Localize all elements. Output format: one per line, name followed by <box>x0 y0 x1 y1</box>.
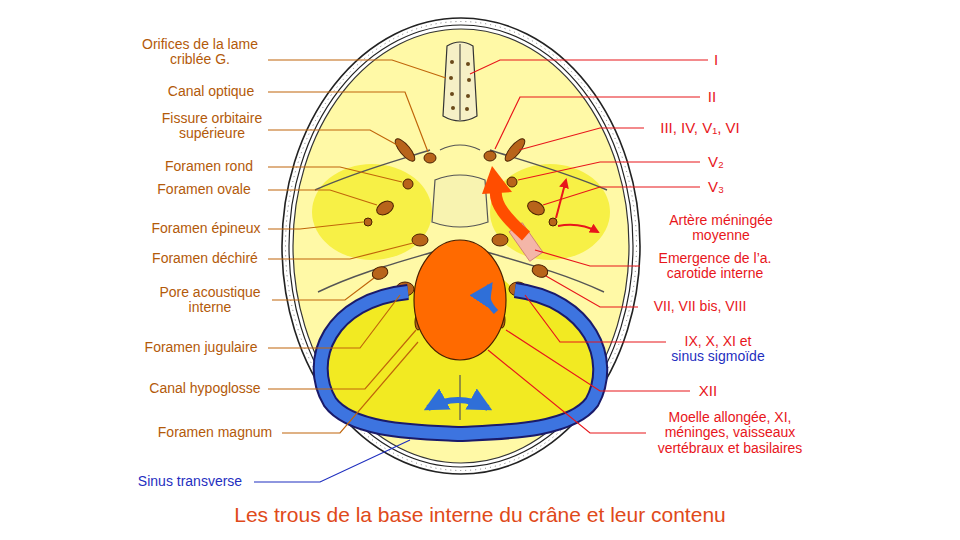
leader-lines <box>268 167 402 182</box>
cranial-fossae <box>490 164 610 260</box>
leader-lines <box>470 60 708 74</box>
cribriform-plate <box>451 106 455 110</box>
cranial-fossae <box>432 175 488 227</box>
foramen-magnum <box>414 240 506 360</box>
foramina <box>374 198 396 217</box>
leader-lines <box>268 295 400 348</box>
cribriform-plate <box>466 62 470 66</box>
foramina <box>403 179 413 189</box>
foramina <box>424 153 436 163</box>
content-label: I <box>701 52 731 69</box>
leader-lines <box>518 162 700 180</box>
cribriform-plate <box>450 92 454 96</box>
skull-outline <box>289 25 633 467</box>
content-label: Emergence de l’a. carotide interne <box>648 251 783 282</box>
leader-lines <box>525 295 666 342</box>
leader-lines <box>282 342 418 433</box>
cribriform-plate <box>466 94 470 98</box>
cranial-fossae <box>312 164 432 260</box>
leader-lines <box>254 60 708 482</box>
internal-carotid <box>482 166 543 261</box>
foramina <box>484 151 496 161</box>
cribriform-plate <box>450 60 454 64</box>
leader-lines <box>519 128 644 150</box>
leader-lines <box>268 222 363 229</box>
structure-label: Foramen épineux <box>141 221 271 236</box>
cranial-fossae <box>312 145 610 434</box>
foramina <box>392 136 418 164</box>
foramina <box>502 136 528 164</box>
cribriform-plate <box>443 42 477 121</box>
content-label: XII <box>693 383 723 400</box>
content-label: IX, X, XI et <box>673 334 763 349</box>
internal-carotid <box>496 190 526 236</box>
skull-outline <box>282 18 640 474</box>
cribriform-plate <box>465 107 469 111</box>
foramen-magnum <box>414 240 506 360</box>
structure-label: Canal optique <box>141 84 281 99</box>
foramina <box>525 198 547 217</box>
content-label: VII, VII bis, VIII <box>640 299 760 314</box>
structure-label: Orifices de la lame criblée G. <box>130 37 270 68</box>
skull-outline <box>282 18 640 474</box>
structure-label: Foramen rond <box>144 159 274 174</box>
content-label: II <box>697 89 727 106</box>
leader-lines <box>268 92 428 152</box>
structure-label: Canal hypoglosse <box>140 381 270 396</box>
content-label: V₂ <box>701 154 731 171</box>
structure-label: Fissure orbitaire supérieure <box>147 111 277 142</box>
cribriform-plate <box>443 42 477 121</box>
structure-label: Pore acoustique interne <box>148 285 273 316</box>
cribriform-plate <box>449 76 453 80</box>
skull-outline <box>286 22 637 471</box>
cribriform-plate <box>467 78 471 82</box>
leader-lines <box>268 330 416 389</box>
leader-lines <box>272 278 374 300</box>
foramina <box>507 177 517 187</box>
foramina <box>492 234 508 246</box>
leader-lines <box>268 190 377 205</box>
structure-label: Foramen ovale <box>139 182 269 197</box>
leader-lines <box>254 440 410 482</box>
caption: Les trous de la base interne du crâne et… <box>234 503 726 527</box>
flow-arrows <box>428 286 496 408</box>
internal-carotid <box>482 166 512 194</box>
meningeal-artery-arrows <box>556 180 598 232</box>
sinus-label: Sinus transverse <box>125 474 255 489</box>
flow-arrows <box>487 286 496 312</box>
structure-label: Foramen déchiré <box>140 251 270 266</box>
leader-lines <box>506 330 690 391</box>
leader-lines <box>268 243 413 259</box>
content-label: Artère méningée moyenne <box>656 213 786 244</box>
structure-label: Foramen jugulaire <box>136 340 266 355</box>
foramina <box>549 218 557 226</box>
structure-label: Foramen magnum <box>150 425 280 440</box>
skull-outline <box>293 29 629 463</box>
leader-lines <box>488 350 646 433</box>
leader-lines <box>268 60 446 78</box>
foramina <box>412 234 428 246</box>
leader-lines <box>543 187 700 205</box>
content-label: III, IV, V₁, VI <box>645 120 755 137</box>
cribriform-plate <box>460 44 461 120</box>
foramina <box>364 218 372 226</box>
leader-lines <box>268 130 399 146</box>
meningeal-artery-arrows <box>558 225 598 232</box>
sinus-label: sinus sigmoïde <box>658 349 778 364</box>
leader-lines <box>546 276 638 307</box>
cranial-fossae <box>440 145 480 150</box>
content-label: Moelle allongée, XI, méninges, vaisseaux… <box>645 410 815 456</box>
content-label: V₃ <box>701 179 731 196</box>
leader-lines <box>535 250 640 266</box>
flow-arrows <box>428 400 488 408</box>
